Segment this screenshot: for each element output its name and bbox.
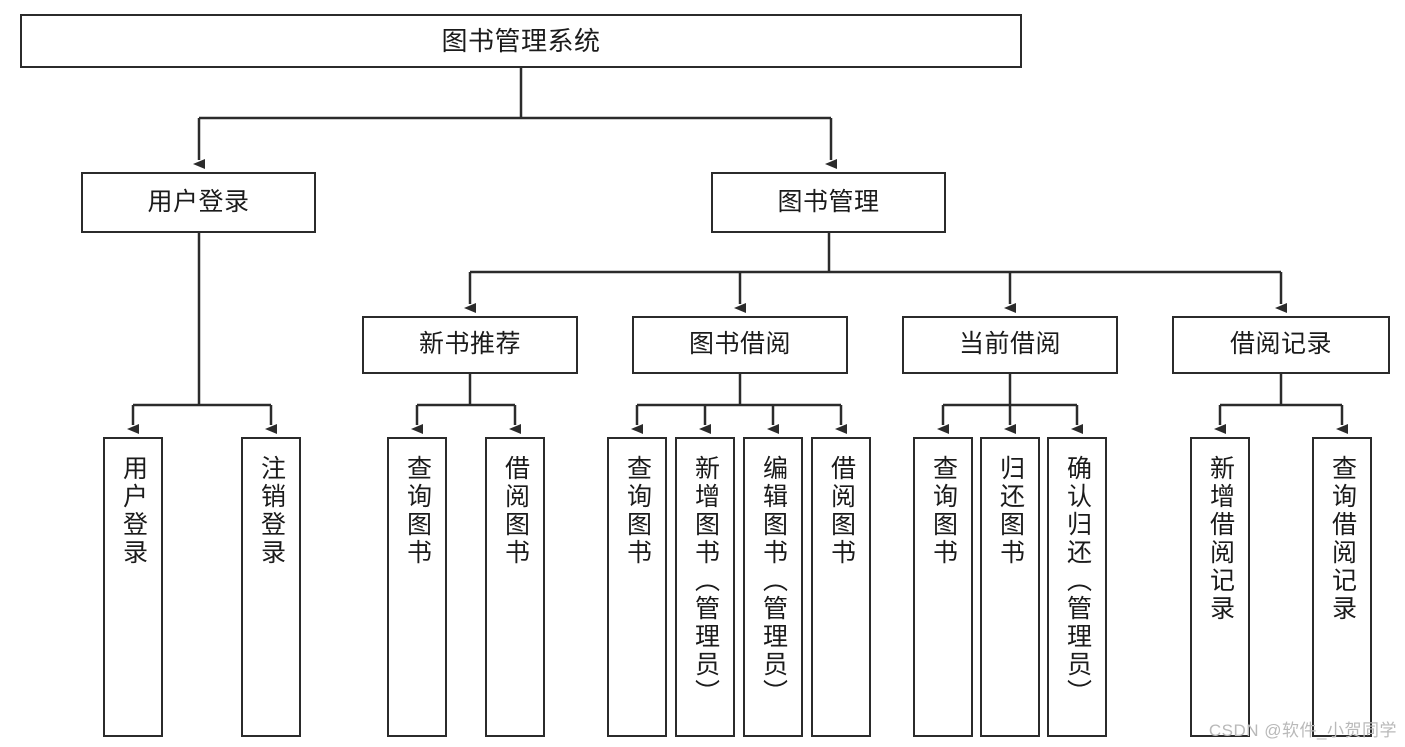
node-label: 查询图书	[403, 455, 432, 567]
node-label: 新增图书（管理员）	[691, 455, 720, 707]
node-current-borrow[interactable]: 当前借阅	[902, 316, 1118, 374]
leaf-edit-book-admin[interactable]: 编辑图书（管理员）	[743, 437, 803, 737]
leaf-add-borrow-record[interactable]: 新增借阅记录	[1190, 437, 1250, 737]
node-label: 用户登录	[147, 187, 250, 216]
node-label: 编辑图书（管理员）	[759, 455, 788, 707]
node-label: 当前借阅	[958, 330, 1061, 359]
leaf-query-borrow-record[interactable]: 查询借阅记录	[1312, 437, 1372, 737]
node-root-system[interactable]: 图书管理系统	[20, 14, 1022, 68]
node-label: 图书借阅	[688, 330, 791, 359]
node-label: 查询图书	[623, 455, 652, 567]
node-label: 借阅图书	[827, 455, 856, 567]
node-label: 归还图书	[996, 455, 1025, 567]
node-book-borrow[interactable]: 图书借阅	[632, 316, 848, 374]
node-label: 图书管理系统	[441, 25, 601, 56]
csdn-watermark: CSDN @软件_小贺同学	[1208, 721, 1397, 740]
node-label: 新书推荐	[418, 330, 521, 359]
leaf-user-login[interactable]: 用户登录	[103, 437, 163, 737]
leaf-logout-login[interactable]: 注销登录	[241, 437, 301, 737]
node-label: 注销登录	[257, 455, 286, 567]
node-label: 借阅图书	[501, 455, 530, 567]
node-label: 借阅记录	[1229, 330, 1332, 359]
leaf-add-book-admin[interactable]: 新增图书（管理员）	[675, 437, 735, 737]
node-book-manage[interactable]: 图书管理	[711, 172, 946, 233]
node-label: 查询图书	[929, 455, 958, 567]
node-user-login[interactable]: 用户登录	[81, 172, 316, 233]
leaf-query-book-borrow[interactable]: 查询图书	[607, 437, 667, 737]
node-label: 用户登录	[119, 455, 148, 567]
node-borrow-record[interactable]: 借阅记录	[1172, 316, 1390, 374]
node-label: 图书管理	[777, 187, 880, 216]
leaf-query-book-recommend[interactable]: 查询图书	[387, 437, 447, 737]
node-label: 确认归还（管理员）	[1063, 455, 1092, 707]
leaf-query-book-current[interactable]: 查询图书	[913, 437, 973, 737]
leaf-return-book[interactable]: 归还图书	[980, 437, 1040, 737]
leaf-borrow-book-recommend[interactable]: 借阅图书	[485, 437, 545, 737]
leaf-confirm-return-admin[interactable]: 确认归还（管理员）	[1047, 437, 1107, 737]
leaf-borrow-book-borrow[interactable]: 借阅图书	[811, 437, 871, 737]
node-new-book-recommend[interactable]: 新书推荐	[362, 316, 578, 374]
node-label: 查询借阅记录	[1328, 455, 1357, 623]
node-label: 新增借阅记录	[1206, 455, 1235, 623]
